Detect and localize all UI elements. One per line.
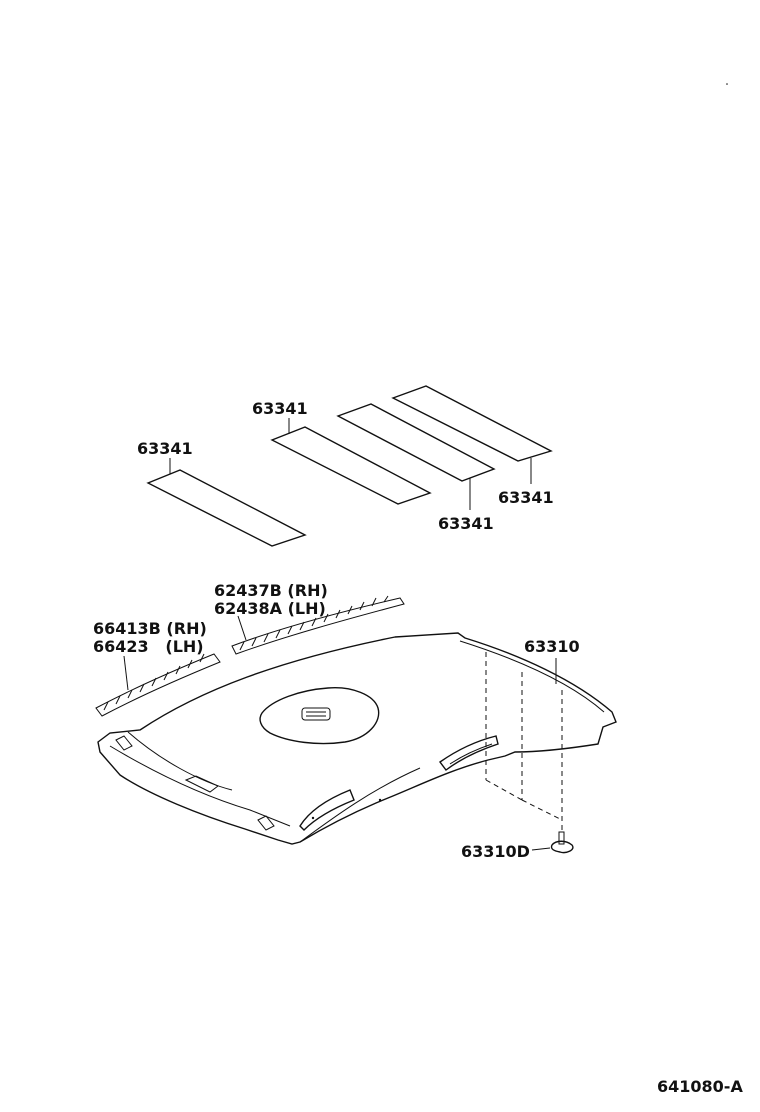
figure-code: 641080-A	[657, 1077, 743, 1096]
label-wire-lh: 62438A (LH)	[214, 599, 326, 618]
silencer-pad-3	[336, 403, 496, 482]
leader-strip	[123, 655, 129, 691]
label-headlining: 63310	[524, 637, 580, 656]
projection-line-4	[485, 779, 523, 801]
clip-part	[550, 831, 574, 854]
leader-wire	[237, 615, 247, 641]
label-clip: 63310D	[461, 842, 530, 861]
silencer-pad-2	[270, 426, 432, 505]
leader-clip	[531, 847, 551, 851]
label-pad-4: 63341	[498, 488, 554, 507]
label-pad-3: 63341	[438, 514, 494, 533]
wire-harness	[231, 595, 405, 655]
label-wire-rh: 62437B (RH)	[214, 581, 328, 600]
silencer-pad-1	[146, 469, 307, 547]
label-pad-1: 63341	[137, 439, 193, 458]
label-pad-2: 63341	[252, 399, 308, 418]
label-strip-lh: 66423 (LH)	[93, 637, 204, 656]
roof-strip	[95, 653, 221, 717]
projection-line-5	[521, 799, 563, 821]
headlining	[97, 632, 617, 845]
label-strip-rh: 66413B (RH)	[93, 619, 207, 638]
speck	[726, 83, 728, 85]
silencer-pad-4	[391, 385, 553, 462]
